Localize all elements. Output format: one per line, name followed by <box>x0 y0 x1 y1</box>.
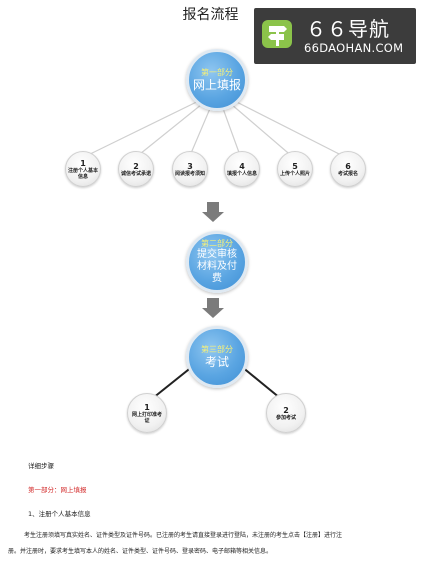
paragraph-line: 册。并注册时，要求考生填写本人的姓名、证件类型、证件号码、登录密码、电子邮箱等相… <box>8 548 273 555</box>
step-number: 5 <box>292 161 298 171</box>
step-number: 1 <box>80 158 86 168</box>
part1-main: 网上填报 <box>192 78 241 92</box>
part3-sub: 第三部分 <box>201 345 233 354</box>
step-number: 3 <box>187 161 193 171</box>
down-arrow-icon <box>202 298 224 320</box>
page-title: 报名流程 <box>182 7 239 23</box>
step-label: 考试报名 <box>337 170 358 177</box>
part3-circle: 第三部分 考试 <box>186 326 248 388</box>
part3-main: 考试 <box>204 355 229 369</box>
step-circle: 2 诚信考试承诺 <box>118 151 154 187</box>
part2-circle: 第二部分 提交审核材料及付费 <box>186 231 248 293</box>
part1-heading: 第一部分：网上填报 <box>28 486 87 494</box>
final-step-circle: 2 参加考试 <box>266 393 306 433</box>
step-number: 4 <box>239 161 245 171</box>
watermark-banner: ６６导航 66DAOHAN.COM <box>254 8 416 64</box>
final-step-circle: 1 网上打印准考证 <box>127 393 167 433</box>
step-number: 2 <box>133 161 139 171</box>
part2-main: 提交审核材料及付费 <box>197 249 237 284</box>
step-label: 填报个人信息 <box>227 170 258 177</box>
step-circle: 1 注册个人基本信息 <box>65 151 101 187</box>
step-circle: 3 阅读报考须知 <box>172 151 208 187</box>
watermark-name: ６６导航 <box>306 17 390 41</box>
final-step-number: 1 <box>144 402 150 412</box>
watermark-domain: 66DAOHAN.COM <box>304 41 404 55</box>
signpost-icon <box>262 20 292 48</box>
step-number: 6 <box>345 161 351 171</box>
step-circle: 5 上传个人照片 <box>277 151 313 187</box>
step-label: 诚信考试承诺 <box>121 170 152 177</box>
step-circle: 4 填报个人信息 <box>224 151 260 187</box>
part1-circle: 第一部分 网上填报 <box>186 49 248 111</box>
step-label: 阅读报考须知 <box>175 170 206 177</box>
step-label: 注册个人基本信息 <box>68 167 99 180</box>
final-step-label: 网上打印准考证 <box>131 411 162 424</box>
connector-line <box>216 91 348 159</box>
part2-sub: 第二部分 <box>201 239 233 248</box>
step-label: 上传个人照片 <box>280 170 311 177</box>
step-circle: 6 考试报名 <box>330 151 366 187</box>
final-step-number: 2 <box>283 405 289 415</box>
final-step-label: 参加考试 <box>275 414 296 421</box>
details-heading: 详细步骤 <box>28 462 54 470</box>
paragraph-line: 考生注册须填写真实姓名、证件类型及证件号码。已注册的考生请直接登录进行登陆，未注… <box>24 532 343 539</box>
connector-line <box>81 91 218 159</box>
step1-heading: 1、注册个人基本信息 <box>28 510 91 518</box>
part1-sub: 第一部分 <box>201 68 233 77</box>
down-arrow-icon <box>202 202 224 224</box>
